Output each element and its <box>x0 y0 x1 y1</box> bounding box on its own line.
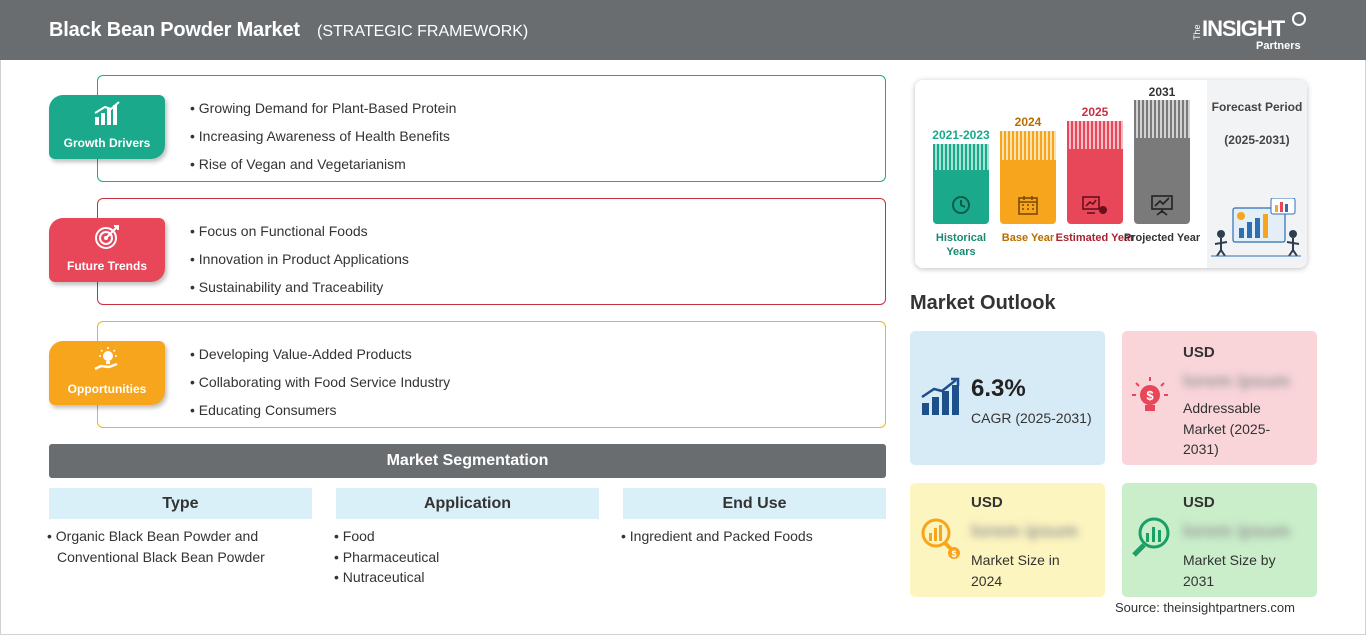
opportunities-box: Developing Value-Added Products Collabor… <box>97 321 886 428</box>
list-item: Food <box>334 526 574 547</box>
list-item: Developing Value-Added Products <box>190 340 450 368</box>
segment-head-application: Application <box>336 488 599 519</box>
addressable-usd: USD <box>1183 344 1215 361</box>
list-item: Increasing Awareness of Health Benefits <box>190 122 456 150</box>
bar-chart-icon <box>94 101 120 125</box>
timeline-stripe <box>933 144 989 170</box>
timeline-label: Historical Years <box>935 232 987 258</box>
logo-the: The <box>1192 24 1202 40</box>
timeline-col-estimated: 2025 Estimated Year <box>1056 80 1135 268</box>
timeline-stripe <box>1000 131 1056 160</box>
cagr-card: 6.3% CAGR (2025-2031) <box>910 331 1105 465</box>
opportunities-list: Developing Value-Added Products Collabor… <box>190 340 450 424</box>
future-trends-box: Focus on Functional Foods Innovation in … <box>97 198 886 305</box>
market-outlook-title: Market Outlook <box>910 292 1056 314</box>
history-icon <box>952 196 970 214</box>
list-item: Educating Consumers <box>190 396 450 424</box>
timeline-panel: 2021-2023 Historical Years 2024 Base Yea… <box>915 80 1307 268</box>
segment-list-type: Organic Black Bean Powder and Convention… <box>47 526 287 567</box>
future-trends-badge: Future Trends <box>49 218 165 282</box>
segment-list-end-use: Ingredient and Packed Foods <box>621 526 881 547</box>
size-2024-usd: USD <box>971 494 1003 511</box>
size-2031-usd: USD <box>1183 494 1215 511</box>
growth-drivers-box: Growing Demand for Plant-Based Protein I… <box>97 75 886 182</box>
addressable-label: Addressable Market (2025-2031) <box>1183 400 1271 457</box>
growth-chart-icon <box>921 377 960 415</box>
size-2031-label: Market Size by 2031 <box>1183 552 1276 589</box>
projection-icon <box>1151 195 1173 216</box>
list-item: Pharmaceutical <box>334 547 574 568</box>
list-item: Growing Demand for Plant-Based Protein <box>190 94 457 122</box>
opportunities-badge: Opportunities <box>49 341 165 405</box>
forecast-period-panel: Forecast Period (2025-2031) <box>1207 80 1307 268</box>
header-bar: Black Bean Powder Market (STRATEGIC FRAM… <box>0 0 1366 60</box>
growth-drivers-list: Growing Demand for Plant-Based Protein I… <box>190 94 457 178</box>
timeline-year: 2024 <box>1014 115 1042 129</box>
target-icon <box>95 225 119 249</box>
timeline-year: 2021-2023 <box>932 128 990 142</box>
logo-insight: INSIGHT <box>1202 16 1285 41</box>
estimate-icon <box>1082 196 1107 214</box>
timeline-col-base: 2024 Base Year <box>1000 80 1056 268</box>
timeline-year: 2031 <box>1148 85 1176 99</box>
calendar-icon <box>1018 196 1038 215</box>
addressable-value: lorem ipsum <box>1183 371 1291 391</box>
timeline-col-historical: 2021-2023 Historical Years <box>932 80 989 268</box>
growth-drivers-label: Growth Drivers <box>63 136 151 150</box>
list-item: Collaborating with Food Service Industry <box>190 368 450 396</box>
page-title: Black Bean Powder Market <box>49 19 300 41</box>
list-item: Ingredient and Packed Foods <box>621 526 881 547</box>
market-segmentation-title: Market Segmentation <box>49 444 886 478</box>
addressable-market-card: USD lorem ipsum $ Addressable Market (20… <box>1122 331 1317 465</box>
list-item: Innovation in Product Applications <box>190 245 409 273</box>
analytics-illustration-icon <box>1211 198 1301 257</box>
dollar-bulb-icon: $ <box>1132 377 1168 411</box>
market-size-2031-card: USD lorem ipsum Market Size by 2031 <box>1122 483 1317 597</box>
svg-text:$: $ <box>1146 388 1154 403</box>
magnifier-chart-icon <box>1132 517 1170 557</box>
logo-partners: Partners <box>1256 40 1301 52</box>
list-item: Focus on Functional Foods <box>190 217 409 245</box>
growth-drivers-badge: Growth Drivers <box>49 95 165 159</box>
forecast-period-title: Forecast Period <box>1211 100 1303 114</box>
cagr-value: 6.3% <box>971 375 1026 402</box>
timeline-stripe <box>1067 121 1123 149</box>
size-2024-value: lorem ipsum <box>971 521 1079 541</box>
future-trends-label: Future Trends <box>66 259 147 273</box>
list-item: Nutraceutical <box>334 567 574 588</box>
timeline-label: Projected Year <box>1123 232 1201 244</box>
svg-text:$: $ <box>951 549 956 559</box>
page-subtitle: (STRATEGIC FRAMEWORK) <box>317 23 529 40</box>
forecast-period-range: (2025-2031) <box>1224 133 1290 147</box>
segment-head-end-use: End Use <box>623 488 886 519</box>
segment-head-type: Type <box>49 488 312 519</box>
size-2024-label: Market Size in 2024 <box>971 552 1060 589</box>
logo-ring-icon <box>1292 12 1306 26</box>
timeline-bar <box>1067 149 1123 224</box>
timeline-stripe <box>1134 100 1190 138</box>
future-trends-list: Focus on Functional Foods Innovation in … <box>190 217 409 301</box>
insight-partners-logo[interactable]: The INSIGHT Partners <box>1192 10 1312 54</box>
cagr-label: CAGR (2025-2031) <box>971 410 1092 426</box>
lightbulb-hand-icon <box>94 347 118 371</box>
list-item: Organic Black Bean Powder and Convention… <box>47 526 287 567</box>
timeline-col-projected: 2031 Projected Year <box>1124 80 1200 268</box>
opportunities-label: Opportunities <box>67 382 147 396</box>
list-item: Rise of Vegan and Vegetarianism <box>190 150 456 178</box>
timeline-label: Base Year <box>1001 232 1055 244</box>
timeline-year: 2025 <box>1081 105 1109 119</box>
market-size-2024-card: USD lorem ipsum $ Market Size in 2024 <box>910 483 1105 597</box>
timeline-label: Estimated Year <box>1055 232 1135 244</box>
magnifier-coins-icon: $ <box>921 518 960 559</box>
size-2031-value: lorem ipsum <box>1183 521 1291 541</box>
list-item: Sustainability and Traceability <box>190 273 409 301</box>
segment-list-application: Food Pharmaceutical Nutraceutical <box>334 526 574 588</box>
source-link[interactable]: Source: theinsightpartners.com <box>1115 600 1295 615</box>
